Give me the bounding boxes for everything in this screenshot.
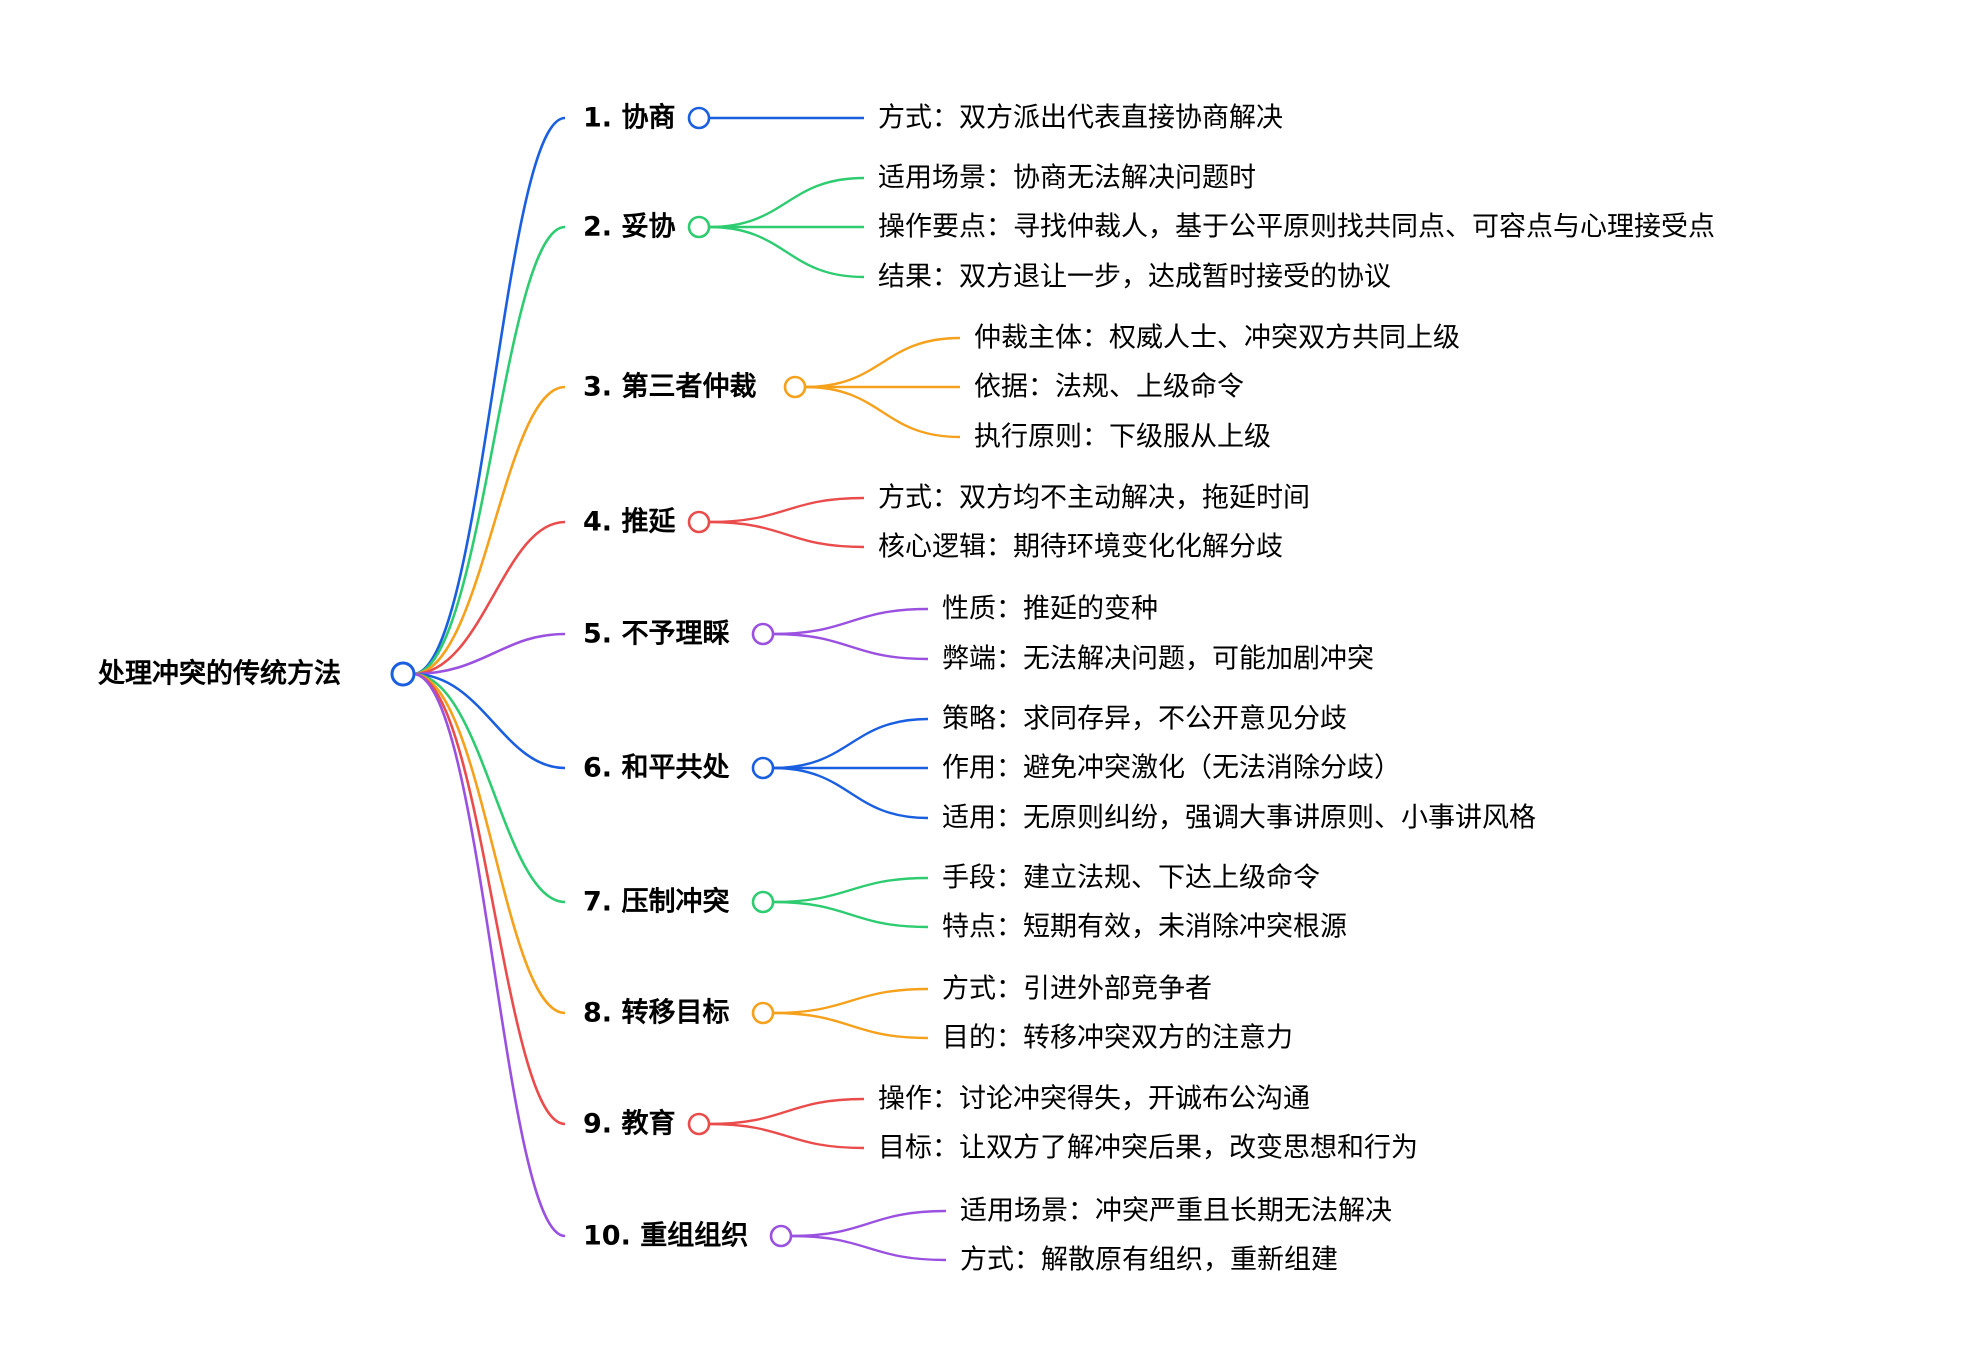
- leaf-edge: [790, 1234, 947, 1262]
- leaf-edge: [804, 336, 961, 389]
- leaf-edge: [772, 987, 929, 1015]
- leaf-node-label[interactable]: 性质：推延的变种: [942, 594, 1158, 625]
- branch-node-label[interactable]: 10. 重组组织: [583, 1220, 748, 1252]
- leaf-node-label[interactable]: 方式：双方派出代表直接协商解决: [878, 103, 1283, 134]
- leaf-node-label[interactable]: 操作：讨论冲突得失，开诚布公沟通: [878, 1084, 1310, 1115]
- branch-edge: [412, 672, 566, 1015]
- leaf-node-label[interactable]: 作用：避免冲突激化（无法消除分歧）: [942, 753, 1401, 784]
- leaf-edge: [708, 520, 865, 549]
- branch-node-connector[interactable]: [783, 375, 807, 399]
- edges-layer: [412, 116, 961, 1262]
- leaf-edge: [772, 766, 929, 820]
- branch-edge: [412, 672, 566, 904]
- nodes-layer: 处理冲突的传统方法 1. 协商方式：双方派出代表直接协商解决2. 妥协适用场景：…: [97, 103, 1715, 1276]
- leaf-node-label[interactable]: 结果：双方退让一步，达成暂时接受的协议: [878, 262, 1391, 293]
- leaf-edge: [772, 1011, 929, 1040]
- branch-node-connector[interactable]: [687, 1112, 711, 1136]
- leaf-edge: [772, 607, 929, 636]
- branch-node-connector[interactable]: [687, 106, 711, 130]
- root-node-connector[interactable]: [390, 661, 416, 687]
- branch-node-label[interactable]: 5. 不予理睬: [583, 619, 730, 650]
- root-node-label[interactable]: 处理冲突的传统方法: [97, 658, 341, 690]
- leaf-node-label[interactable]: 弊端：无法解决问题，可能加剧冲突: [942, 644, 1374, 675]
- branch-node-label[interactable]: 1. 协商: [583, 103, 675, 134]
- branch-edge: [412, 632, 566, 676]
- leaf-node-label[interactable]: 核心逻辑：期待环境变化化解分歧: [878, 532, 1283, 563]
- branch-node-connector[interactable]: [751, 756, 775, 780]
- leaf-node-label[interactable]: 仲裁主体：权威人士、冲突双方共同上级: [974, 323, 1460, 354]
- leaf-edge: [708, 225, 865, 279]
- leaf-edge: [708, 1122, 865, 1150]
- branch-node-label[interactable]: 8. 转移目标: [583, 998, 729, 1029]
- leaf-edge: [708, 176, 865, 229]
- leaf-node-label[interactable]: 方式：解散原有组织，重新组建: [960, 1245, 1338, 1276]
- leaf-edge: [772, 900, 929, 929]
- branch-node-connector[interactable]: [751, 1001, 775, 1025]
- leaf-edge: [708, 496, 865, 524]
- branch-node-label[interactable]: 2. 妥协: [583, 212, 675, 243]
- leaf-node-label[interactable]: 操作要点：寻找仲裁人，基于公平原则找共同点、可容点与心理接受点: [878, 212, 1715, 243]
- leaf-edge: [772, 632, 929, 661]
- leaf-node-label[interactable]: 执行原则：下级服从上级: [974, 422, 1271, 453]
- leaf-edge: [790, 1209, 947, 1238]
- leaf-node-label[interactable]: 目标：让双方了解冲突后果，改变思想和行为: [878, 1133, 1418, 1164]
- leaf-node-label[interactable]: 特点：短期有效，未消除冲突根源: [942, 912, 1347, 943]
- leaf-node-label[interactable]: 适用场景：冲突严重且长期无法解决: [960, 1196, 1392, 1227]
- branch-node-connector[interactable]: [687, 215, 711, 239]
- branch-edge: [412, 672, 566, 1126]
- branch-node-label[interactable]: 9. 教育: [583, 1108, 675, 1140]
- branch-node-connector[interactable]: [769, 1224, 793, 1248]
- leaf-node-label[interactable]: 策略：求同存异，不公开意见分歧: [942, 704, 1347, 735]
- leaf-edge: [804, 385, 961, 439]
- leaf-node-label[interactable]: 方式：双方均不主动解决，拖延时间: [878, 483, 1310, 514]
- branch-edge: [412, 672, 566, 770]
- leaf-node-label[interactable]: 方式：引进外部竞争者: [942, 974, 1212, 1005]
- branch-node-connector[interactable]: [687, 510, 711, 534]
- leaf-edge: [772, 717, 929, 770]
- branch-node-connector[interactable]: [751, 622, 775, 646]
- branch-node-label[interactable]: 4. 推延: [583, 507, 676, 538]
- leaf-node-label[interactable]: 适用：无原则纠纷，强调大事讲原则、小事讲风格: [942, 803, 1536, 834]
- leaf-node-label[interactable]: 目的：转移冲突双方的注意力: [942, 1023, 1293, 1054]
- leaf-node-label[interactable]: 适用场景：协商无法解决问题时: [878, 163, 1256, 194]
- branch-edge: [412, 385, 566, 676]
- leaf-node-label[interactable]: 依据：法规、上级命令: [974, 372, 1244, 403]
- branch-edge: [412, 672, 566, 1238]
- leaf-edge: [772, 876, 929, 904]
- branch-node-connector[interactable]: [751, 890, 775, 914]
- branch-node-label[interactable]: 3. 第三者仲裁: [583, 371, 756, 403]
- branch-node-label[interactable]: 6. 和平共处: [583, 753, 729, 784]
- branch-edge: [412, 116, 566, 676]
- branch-node-label[interactable]: 7. 压制冲突: [583, 886, 729, 918]
- branch-edge: [412, 225, 566, 676]
- leaf-edge: [708, 1097, 865, 1126]
- branch-edge: [412, 520, 566, 676]
- leaf-node-label[interactable]: 手段：建立法规、下达上级命令: [942, 863, 1320, 894]
